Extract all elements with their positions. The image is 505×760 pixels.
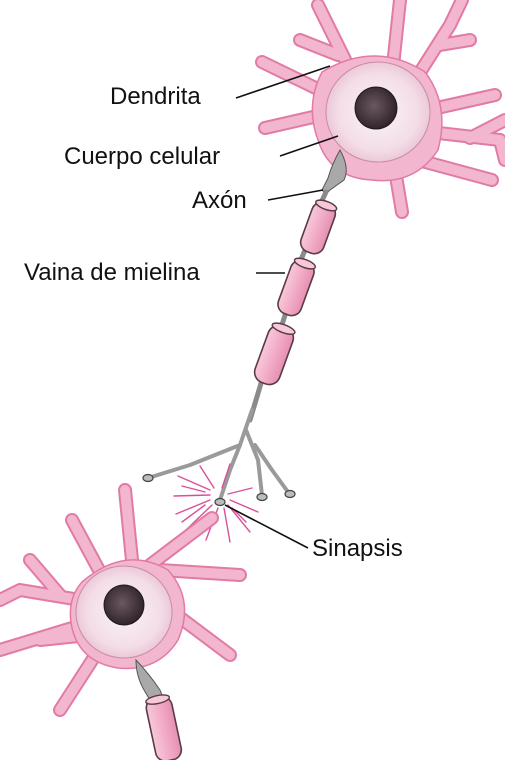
leader-line-dendrite (235, 65, 331, 99)
label-myelin-sheath: Vaina de mielina (24, 259, 285, 286)
label-axon: Axón (192, 187, 324, 214)
axon-terminal-bouton (142, 473, 154, 483)
axon-terminal-bouton (256, 492, 268, 502)
axon-terminals (146, 408, 290, 502)
label-cell-body: Cuerpo celular (64, 135, 339, 170)
label-dendrite: Dendrita (110, 65, 331, 110)
leader-line-synapse (224, 504, 309, 549)
label-synapse: Sinapsis (224, 504, 403, 562)
myelin-segment (299, 199, 338, 255)
label-myelin-sheath-text: Vaina de mielina (24, 259, 200, 286)
myelin-segment (253, 322, 296, 386)
leader-line-axon (267, 189, 324, 201)
lower-axon-hillock (135, 658, 165, 701)
lower-myelin-segment (145, 694, 183, 760)
label-cell-body-text: Cuerpo celular (64, 143, 220, 170)
leader-line-cell-body (279, 135, 339, 157)
lower-neuron (0, 483, 247, 760)
upper-neuron (255, 0, 505, 219)
axon-core (247, 189, 329, 423)
myelin-segment (277, 257, 317, 317)
label-axon-text: Axón (192, 187, 247, 214)
label-synapse-text: Sinapsis (312, 535, 403, 562)
lower-nucleus (103, 584, 145, 626)
axon-terminal-bouton (284, 489, 296, 499)
upper-nucleus (354, 86, 398, 130)
label-dendrite-text: Dendrita (110, 83, 201, 110)
axon-terminal-bouton (214, 497, 226, 507)
axon (142, 189, 338, 507)
